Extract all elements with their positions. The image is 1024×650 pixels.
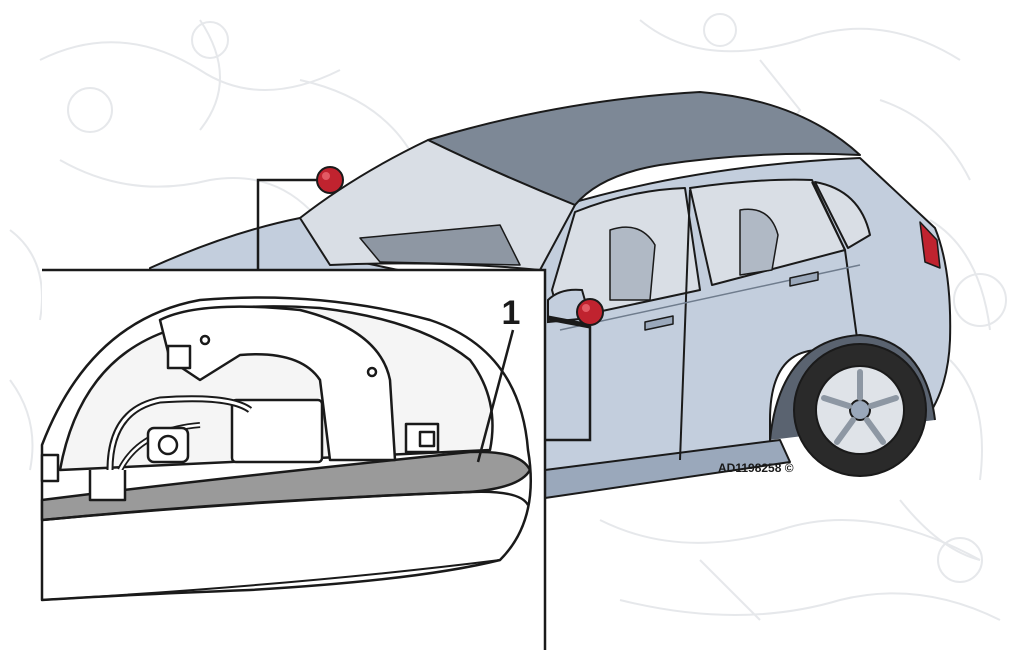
location-marker-icon [582, 304, 590, 312]
mirror-base [547, 315, 591, 329]
marker-mirror [576, 298, 604, 326]
rear-wheel [793, 343, 927, 477]
location-marker-icon [322, 172, 330, 180]
document-id: AD1198258 © [718, 461, 794, 475]
background-sketch [9, 13, 1007, 621]
marker-windshield [316, 166, 344, 194]
inset-detail-panel [40, 268, 547, 650]
callout-number: 1 [502, 294, 521, 332]
car-body [149, 91, 952, 499]
callout-leader [476, 329, 515, 463]
leader-lines [256, 178, 592, 442]
